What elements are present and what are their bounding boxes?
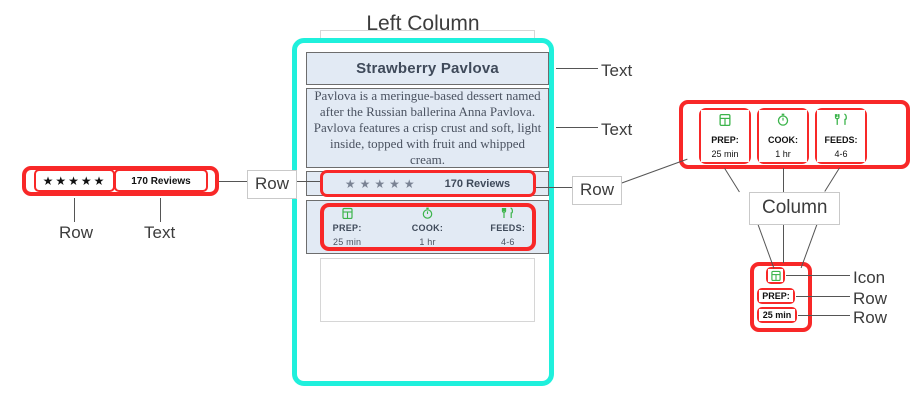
stopwatch-icon xyxy=(422,207,433,219)
leader-column-up-3 xyxy=(824,167,840,192)
leader-column-down-3 xyxy=(800,222,818,269)
clipboard-icon xyxy=(719,113,731,131)
chip-cook-value: 1 hr xyxy=(775,149,791,159)
chip-prep-caption: PREP: xyxy=(711,135,739,145)
leader-column-down-1 xyxy=(757,223,775,269)
card-empty-placeholder xyxy=(320,258,535,322)
rating-stars: ★★★★★ xyxy=(344,176,419,191)
leader-stats-left xyxy=(536,187,572,188)
detail-value: 25 min xyxy=(759,309,795,321)
callout-rating-stars: ★★★★★ xyxy=(42,174,107,188)
label-detail-caption-row: Row xyxy=(853,289,888,308)
stat-cook-value: 1 hr xyxy=(419,237,436,247)
leader-column-down-2 xyxy=(783,223,784,263)
label-stars-row: Row xyxy=(59,223,94,242)
left-column-title: Left Column xyxy=(366,12,480,35)
rating-count: 170 Reviews xyxy=(444,177,511,190)
leader-stats-to-callout xyxy=(612,158,688,187)
label-title-text: Text xyxy=(601,61,633,80)
stat-feeds-value: 4-6 xyxy=(501,237,515,247)
leader-description xyxy=(556,127,598,128)
chip-cook-caption: COOK: xyxy=(768,135,798,145)
label-detail-icon: Icon xyxy=(853,268,886,287)
leader-rating-right xyxy=(287,181,320,182)
label-description-text: Text xyxy=(601,120,633,139)
stats-row: PREP: 25 min COOK: 1 hr FEEDS: 4-6 xyxy=(306,200,549,254)
chip-feeds-caption: FEEDS: xyxy=(824,135,858,145)
leader-rating-left xyxy=(219,181,249,182)
stat-feeds: FEEDS: 4-6 xyxy=(468,207,548,247)
clipboard-icon xyxy=(342,207,353,220)
label-stats-row: Row xyxy=(572,176,623,205)
label-rating-row: Row xyxy=(247,170,298,199)
label-reviews-text: Text xyxy=(144,223,176,242)
leader-column-up-2 xyxy=(783,168,784,192)
stopwatch-icon xyxy=(777,113,789,131)
stat-prep-value: 25 min xyxy=(333,237,362,247)
detail-caption: PREP: xyxy=(759,290,793,302)
chip-feeds-value: 4-6 xyxy=(834,149,848,159)
stat-cook-caption: COOK: xyxy=(411,223,444,233)
stat-feeds-caption: FEEDS: xyxy=(490,223,526,233)
stat-cook: COOK: 1 hr xyxy=(387,207,467,247)
leader-detail-icon xyxy=(786,275,850,276)
chip-cook: COOK: 1 hr xyxy=(759,110,807,162)
stat-prep-caption: PREP: xyxy=(332,223,362,233)
label-detail-value-row: Row xyxy=(853,308,888,327)
leader-reviews-down xyxy=(160,198,161,222)
callout-rating-count: 170 Reviews xyxy=(131,175,191,187)
recipe-description: Pavlova is a meringue-based dessert name… xyxy=(306,88,549,168)
cutlery-icon xyxy=(834,113,848,131)
stat-prep: PREP: 25 min xyxy=(307,207,387,247)
leader-detail-value xyxy=(798,315,850,316)
recipe-title: Strawberry Pavlova xyxy=(306,52,549,85)
detail-clipboard-icon xyxy=(768,269,783,282)
chip-prep-value: 25 min xyxy=(711,149,739,159)
leader-column-up-1 xyxy=(724,168,740,193)
label-column: Column xyxy=(749,192,841,225)
leader-detail-caption xyxy=(796,296,850,297)
label-stats-row-text: Row xyxy=(580,180,615,199)
leader-title xyxy=(556,68,598,69)
leader-stars-down xyxy=(74,198,75,222)
chip-feeds: FEEDS: 4-6 xyxy=(817,110,865,162)
cutlery-icon xyxy=(501,207,514,219)
chip-prep: PREP: 25 min xyxy=(701,110,749,162)
rating-row: ★★★★★ 170 Reviews xyxy=(306,171,549,196)
